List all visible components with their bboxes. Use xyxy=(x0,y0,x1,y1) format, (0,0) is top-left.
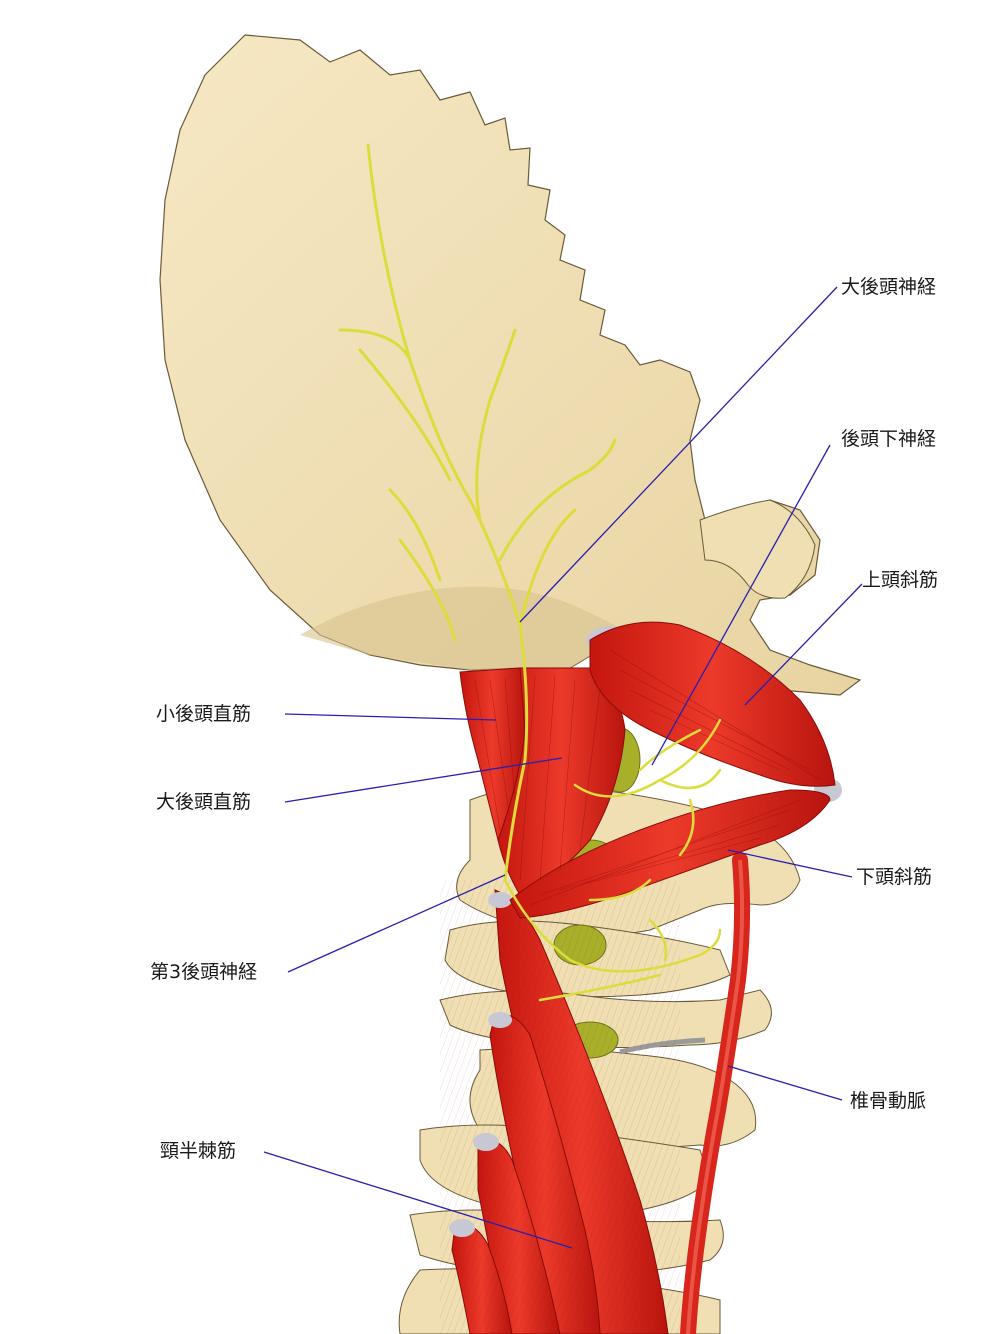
semispinalis-cervicis xyxy=(440,880,680,1334)
label-obliquus-capitis-superior: 上頭斜筋 xyxy=(862,569,939,591)
greater-occipital-nerve xyxy=(338,143,617,882)
label-semispinalis-cervicis: 頸半棘筋 xyxy=(160,1140,237,1162)
label-rectus-capitis-posterior-minor: 小後頭直筋 xyxy=(156,703,252,725)
obliquus-capitis-inferior-muscle xyxy=(509,789,831,919)
suboccipital-nerve xyxy=(573,718,722,857)
bone-shadow xyxy=(300,586,640,670)
third-occipital-nerve xyxy=(503,878,722,1002)
muscle-fibers xyxy=(474,649,821,906)
label-third-occipital-nerve: 第3後頭神経 xyxy=(150,961,258,983)
obliquus-capitis-superior-muscle xyxy=(589,621,836,787)
leader-lines xyxy=(263,286,863,1249)
label-obliquus-capitis-inferior: 下頭斜筋 xyxy=(856,866,933,888)
label-vertebral-artery: 椎骨動脈 xyxy=(850,1090,927,1112)
label-greater-occipital-nerve: 大後頭神経 xyxy=(841,276,937,298)
label-rectus-capitis-posterior-major: 大後頭直筋 xyxy=(156,791,252,813)
label-suboccipital-nerve: 後頭下神経 xyxy=(841,428,937,450)
